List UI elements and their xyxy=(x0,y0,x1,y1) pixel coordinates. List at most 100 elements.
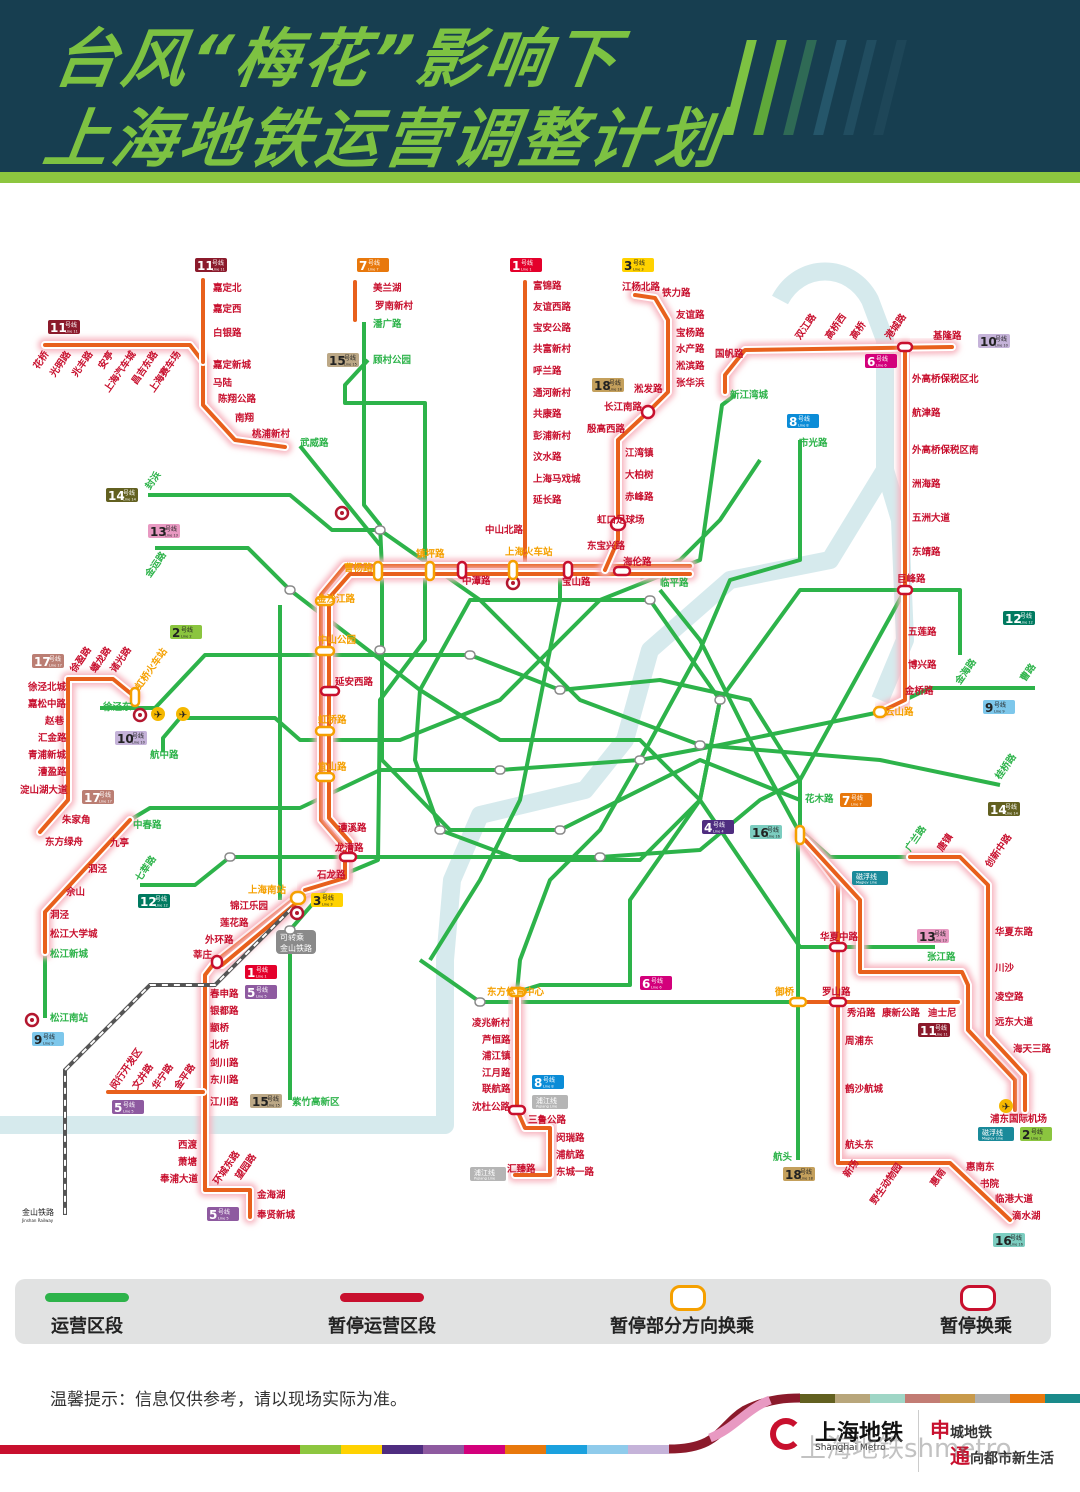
station-label-operating[interactable]: 紫竹高新区 xyxy=(292,1096,340,1108)
station-label-operating[interactable]: 市光路 xyxy=(799,437,828,449)
station-label-suspended[interactable]: 徐泾北城 xyxy=(27,681,67,693)
partial-transfer-station[interactable] xyxy=(289,890,307,906)
station-label-operating[interactable]: 中春路 xyxy=(133,819,162,831)
station-label-operating[interactable]: 七莘路 xyxy=(133,853,159,884)
station-label-suspended[interactable]: 共富新村 xyxy=(533,343,572,355)
station-label-suspended[interactable]: 光明路 xyxy=(47,348,74,379)
station-label-suspended[interactable]: 外环路 xyxy=(204,934,234,946)
station-label-operating[interactable]: 航中路 xyxy=(150,749,179,761)
station-label-suspended[interactable]: 东川路 xyxy=(210,1074,239,1086)
station-label-suspended[interactable]: 环城东路 xyxy=(211,1148,243,1186)
station-label-suspended[interactable]: 汶水路 xyxy=(533,451,562,463)
station-label-operating[interactable]: 临平路 xyxy=(660,577,689,589)
station-label-suspended[interactable]: 鹤沙航城 xyxy=(845,1083,884,1095)
station-label-partial[interactable]: 云山路 xyxy=(885,706,914,718)
suspended-transfer-station[interactable] xyxy=(507,1104,527,1116)
station-label-partial[interactable]: 上海南站 xyxy=(248,884,287,896)
station-label-suspended[interactable]: 嘉定新城 xyxy=(212,359,252,371)
station-label-suspended[interactable]: 高桥西 xyxy=(823,311,849,342)
station-label-suspended[interactable]: 赵巷 xyxy=(44,715,65,727)
station-label-suspended[interactable]: 秀沿路 xyxy=(846,1007,876,1019)
suspended-transfer-station[interactable] xyxy=(828,996,848,1008)
station-label-partial[interactable]: 金沙江路 xyxy=(316,593,356,605)
station-label-suspended[interactable]: 浦东国际机场 xyxy=(990,1113,1048,1125)
suspended-transfer-station[interactable] xyxy=(828,941,848,953)
partial-transfer-station[interactable] xyxy=(424,560,436,582)
station-label-suspended[interactable]: 宝杨路 xyxy=(676,327,705,339)
station-label-suspended[interactable]: 闵瑞路 xyxy=(556,1132,585,1144)
station-label-suspended[interactable]: 巨峰路 xyxy=(897,573,926,585)
station-label-suspended[interactable]: 莲花路 xyxy=(220,917,249,929)
partial-transfer-station[interactable] xyxy=(507,986,527,998)
station-label-suspended[interactable]: 周浦东 xyxy=(845,1035,874,1047)
station-label-suspended[interactable]: 东宝兴路 xyxy=(587,540,626,552)
station-label-suspended[interactable]: 奉贤新城 xyxy=(256,1209,296,1221)
station-label-suspended[interactable]: 罗南新村 xyxy=(375,300,414,312)
station-label-suspended[interactable]: 华夏东路 xyxy=(995,926,1034,938)
station-label-suspended[interactable]: 春申路 xyxy=(209,988,239,1000)
station-label-partial[interactable]: 中山公园 xyxy=(318,634,356,646)
station-label-suspended[interactable]: 沈杜公路 xyxy=(472,1101,511,1113)
station-label-partial[interactable]: 上海火车站 xyxy=(505,546,553,558)
partial-transfer-station[interactable] xyxy=(372,560,384,582)
station-label-suspended[interactable]: 漕盈路 xyxy=(38,766,67,778)
station-label-operating[interactable]: 武威路 xyxy=(300,437,329,449)
station-label-operating[interactable]: 航头 xyxy=(773,1151,793,1163)
partial-transfer-station[interactable] xyxy=(788,996,808,1008)
station-label-suspended[interactable]: 淞滨路 xyxy=(676,360,705,372)
station-label-suspended[interactable]: 创新中路 xyxy=(982,831,1014,870)
suspended-transfer-station[interactable] xyxy=(896,584,914,596)
partial-transfer-station[interactable] xyxy=(507,559,519,581)
station-label-suspended[interactable]: 共康路 xyxy=(533,408,562,420)
station-label-suspended[interactable]: 金桥路 xyxy=(904,685,934,697)
station-label-suspended[interactable]: 淀山湖大道 xyxy=(20,784,68,796)
station-label-suspended[interactable]: 迪士尼 xyxy=(928,1007,957,1019)
station-label-operating[interactable]: 金海路 xyxy=(952,656,979,687)
station-label-suspended[interactable]: 东靖路 xyxy=(912,546,941,558)
station-label-suspended[interactable]: 银都路 xyxy=(210,1005,239,1017)
station-label-suspended[interactable]: 莘庄 xyxy=(193,949,213,961)
station-label-suspended[interactable]: 水产路 xyxy=(676,343,705,355)
station-label-suspended[interactable]: 江川路 xyxy=(210,1096,239,1108)
transfer-station[interactable] xyxy=(594,852,606,862)
station-label-suspended[interactable]: 浦航路 xyxy=(556,1149,585,1161)
station-label-suspended[interactable]: 江杨北路 xyxy=(622,281,661,293)
station-label-suspended[interactable]: 虹口足球场 xyxy=(597,514,645,526)
station-label-suspended[interactable]: 三鲁公路 xyxy=(528,1114,567,1126)
station-label-suspended[interactable]: 龙漕路 xyxy=(334,842,364,854)
station-label-suspended[interactable]: 东方绿舟 xyxy=(45,836,84,848)
station-label-suspended[interactable]: 华夏中路 xyxy=(820,931,859,943)
station-label-operating[interactable]: 潘广路 xyxy=(373,318,402,330)
transfer-station[interactable] xyxy=(634,755,646,765)
station-label-suspended[interactable]: 兆丰路 xyxy=(69,348,95,379)
station-label-suspended[interactable]: 泗泾 xyxy=(88,863,108,875)
station-label-suspended[interactable]: 高桥 xyxy=(848,319,869,342)
station-label-suspended[interactable]: 淞发路 xyxy=(634,383,663,395)
partial-transfer-station[interactable] xyxy=(314,645,336,657)
station-label-suspended[interactable]: 松江大学城 xyxy=(50,928,98,940)
station-label-suspended[interactable]: 赤峰路 xyxy=(625,491,654,503)
station-label-suspended[interactable]: 西渡 xyxy=(178,1139,198,1151)
station-label-suspended[interactable]: 中潭路 xyxy=(462,575,491,587)
station-label-operating[interactable]: 顾村公园 xyxy=(373,354,411,366)
partial-transfer-station[interactable] xyxy=(314,771,336,783)
station-label-suspended[interactable]: 航津路 xyxy=(912,407,941,419)
transfer-station[interactable] xyxy=(714,695,726,705)
station-label-suspended[interactable]: 滴水湖 xyxy=(1012,1210,1041,1222)
station-label-suspended[interactable]: 通河新村 xyxy=(533,387,572,399)
station-label-suspended[interactable]: 外高桥保税区南 xyxy=(911,444,979,456)
station-label-suspended[interactable]: 芦恒路 xyxy=(482,1034,511,1046)
station-label-suspended[interactable]: 萧塘 xyxy=(178,1156,198,1168)
